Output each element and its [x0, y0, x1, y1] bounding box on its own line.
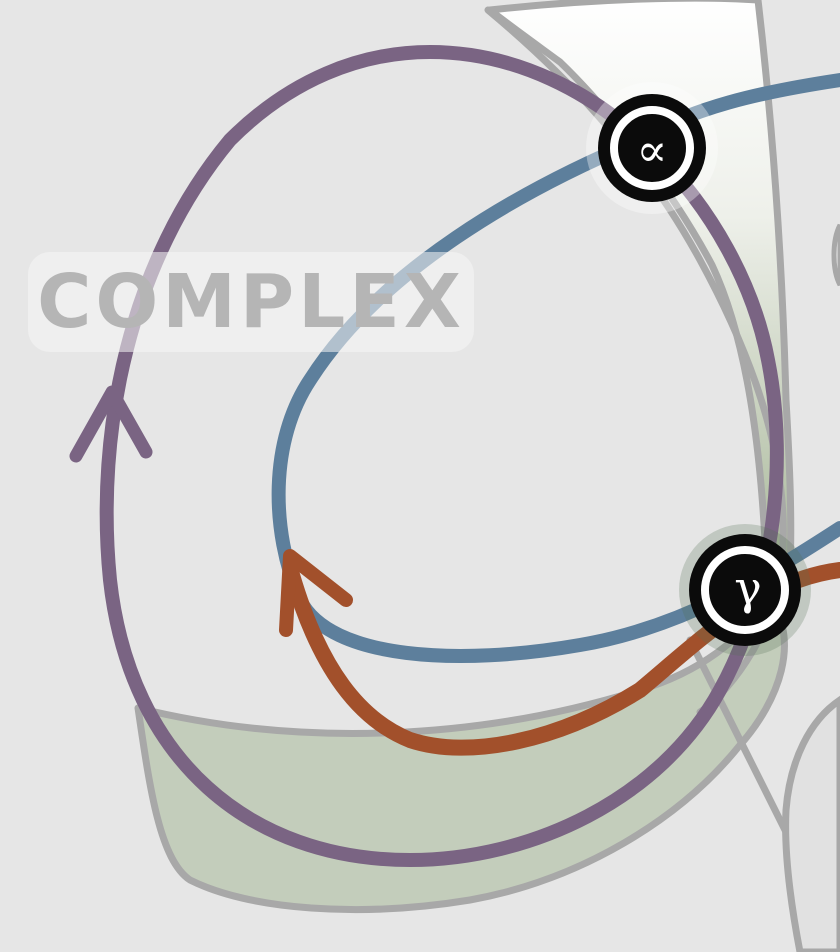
node-gamma[interactable]: γ	[679, 524, 811, 656]
region-right-upper	[831, 223, 840, 287]
zone-label: COMPLEX	[28, 252, 474, 352]
node-gamma-symbol: γ	[734, 561, 762, 615]
purple-loop	[99, 45, 784, 867]
node-alpha[interactable]: ∝	[586, 82, 718, 214]
zone-label-text: COMPLEX	[37, 259, 465, 345]
purple-arrowhead	[69, 385, 153, 463]
node-alpha-symbol: ∝	[636, 123, 667, 177]
region-right-edge	[782, 695, 840, 952]
orange-arrowhead	[279, 549, 353, 637]
